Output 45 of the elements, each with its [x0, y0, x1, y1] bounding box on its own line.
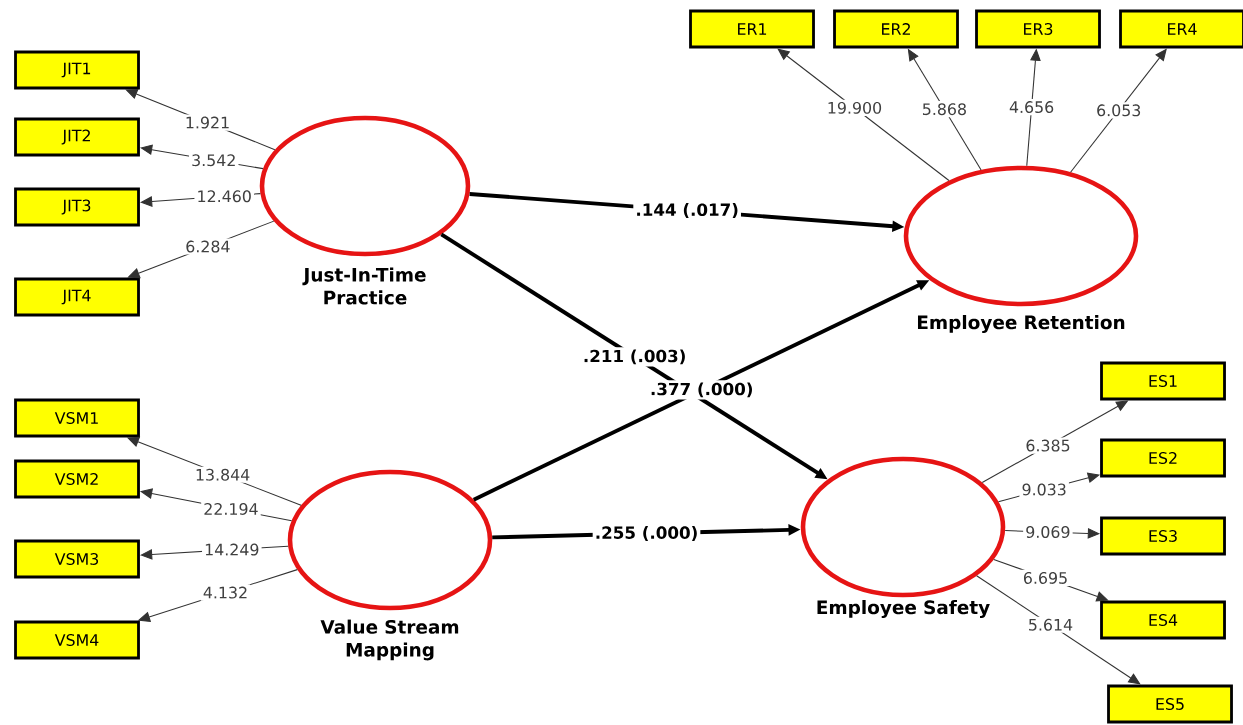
edge-label: 6.695	[1020, 569, 1071, 587]
edge-label: 12.460	[194, 188, 254, 205]
edge-label: 1.921	[182, 114, 233, 131]
edge-label: 5.868	[919, 101, 970, 118]
indicator-box: ER1	[689, 9, 815, 49]
indicator-box: ES4	[1100, 600, 1226, 640]
arrow	[1070, 48, 1167, 173]
construct-label: Value Stream Mapping	[320, 619, 459, 661]
indicator-box: ES2	[1100, 438, 1226, 478]
edge-label: 5.614	[1025, 616, 1076, 633]
edge-label: 14.249	[202, 541, 262, 558]
arrow	[976, 575, 1141, 685]
indicator-box: ER2	[833, 9, 959, 49]
indicator-box: ES5	[1107, 684, 1233, 724]
indicator-box: JIT2	[14, 117, 140, 157]
edge-label: .377 (.000)	[647, 380, 756, 400]
construct-label: Employee Safety	[817, 600, 990, 618]
indicator-box: VSM1	[14, 398, 140, 438]
edge-label: 4.132	[200, 584, 251, 601]
indicator-box: ES1	[1100, 361, 1226, 401]
edge-label: .211 (.003)	[580, 347, 689, 367]
edge-label: 13.844	[192, 466, 253, 483]
edge-label: .255 (.000)	[592, 523, 701, 544]
edge-label: 6.053	[1094, 102, 1144, 119]
edge-label: 6.284	[183, 238, 233, 255]
edge-label: .144 (.017)	[633, 201, 741, 221]
edge-label: 9.033	[1019, 481, 1069, 498]
arrow	[777, 48, 950, 182]
edge-label: 19.900	[824, 99, 885, 116]
indicator-box: ER4	[1119, 9, 1243, 49]
indicator-box: VSM2	[14, 459, 140, 499]
indicator-box: VSM3	[14, 539, 140, 579]
edge-label: 9.069	[1023, 523, 1073, 541]
indicator-box: VSM4	[14, 620, 140, 660]
construct-label: Just-In-Time Practice	[302, 267, 426, 305]
construct-label: Employee Retention	[918, 315, 1125, 333]
edge-label: 3.542	[189, 152, 239, 169]
edge-label: 22.194	[201, 500, 261, 518]
indicator-box: JIT1	[14, 50, 140, 90]
indicator-box: ER3	[975, 9, 1101, 49]
indicator-box: JIT3	[14, 187, 140, 227]
edge-label: 4.656	[1006, 99, 1057, 116]
indicator-box: JIT4	[14, 277, 140, 317]
indicator-box: ES3	[1100, 516, 1226, 556]
edge-label: 6.385	[1023, 437, 1073, 454]
